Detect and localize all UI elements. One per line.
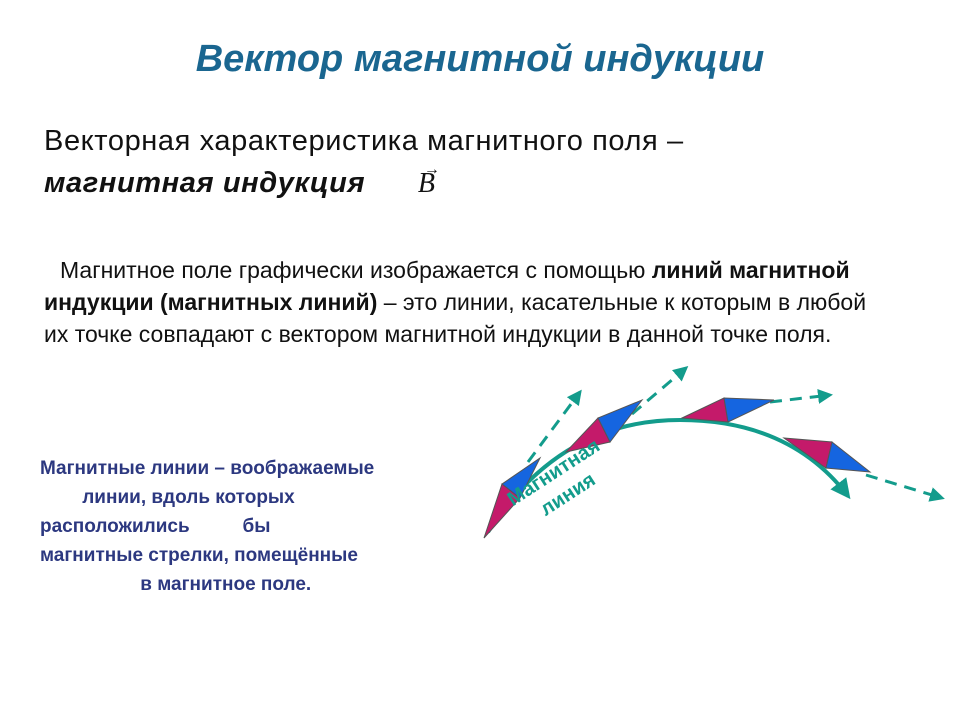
magnetic-needle (782, 437, 872, 473)
explanation-paragraph: Магнитное поле графически изображается с… (44, 254, 874, 350)
magnetic-line-diagram (483, 366, 945, 539)
vector-arrow-icon: → (423, 161, 441, 178)
paragraph-text-2: – это линии, касательные к которым в люб… (44, 289, 867, 347)
vector-letter: B (417, 168, 436, 199)
magnetic-needle (483, 456, 542, 539)
note-line: Магнитные линии – воображаемые (40, 458, 375, 479)
tangent-line (865, 473, 945, 502)
note-line: в магнитное поле. (40, 574, 312, 595)
vector-b-symbol: → B (417, 161, 440, 205)
definition-term: магнитная индукция (44, 167, 366, 199)
tangent-line (631, 366, 689, 416)
definition-term-line: магнитная индукция → B (44, 161, 924, 205)
definition: Векторная характеристика магнитного поля… (44, 120, 924, 205)
tangent-line (769, 388, 833, 404)
tangent-line (526, 389, 582, 463)
note-line: магнитные стрелки, помещённые (40, 545, 358, 566)
definition-line: Векторная характеристика магнитного поля… (44, 125, 684, 157)
page-title: Вектор магнитной индукции (195, 38, 765, 80)
magnetic-lines-note: Магнитные линии – воображаемые линии, вд… (40, 454, 470, 599)
paragraph-text-1: Магнитное поле графически изображается с… (60, 257, 652, 283)
note-line: линии, вдоль которых (40, 487, 295, 508)
note-line: расположились бы (40, 516, 271, 537)
paragraph-bold-term: линий магнитной индукции (магнитных лини… (44, 257, 850, 315)
field-line (486, 417, 851, 534)
magnetic-needle (564, 398, 644, 453)
magnetic-needle (680, 397, 775, 423)
